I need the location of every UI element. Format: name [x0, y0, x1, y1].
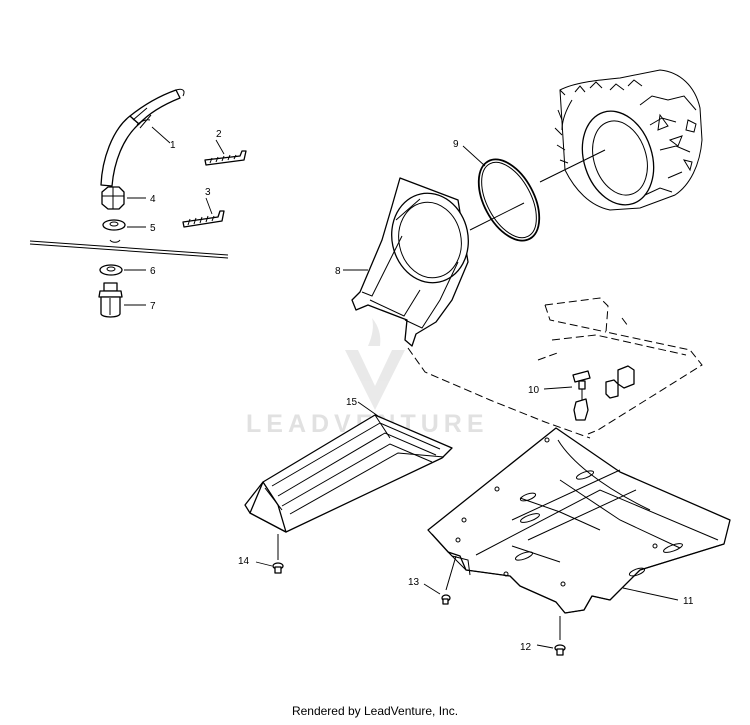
part-11-hull-plate	[427, 427, 731, 614]
callout-10: 10	[528, 385, 540, 396]
part-6-washer	[99, 264, 123, 276]
part-12-screw	[554, 616, 566, 656]
callout-7: 7	[150, 301, 156, 312]
part-1-hose	[100, 88, 185, 187]
panel-edge-line	[29, 240, 229, 259]
part-5-washer	[102, 219, 126, 243]
callout-1: 1	[170, 140, 176, 151]
part-13-screw	[441, 555, 457, 605]
part-9-o-ring	[477, 158, 541, 242]
callout-13: 13	[408, 577, 420, 588]
callout-3: 3	[205, 187, 211, 198]
footer-credit: Rendered by LeadVenture, Inc.	[291, 704, 459, 718]
callout-8: 8	[335, 266, 341, 277]
part-3-clamp	[182, 210, 225, 228]
callout-11: 11	[683, 596, 694, 607]
callout-12: 12	[520, 642, 532, 653]
part-7-fitting	[98, 282, 123, 318]
callout-15: 15	[346, 397, 358, 408]
part-10-sensor	[572, 370, 591, 421]
callout-5: 5	[150, 223, 156, 234]
callout-4: 4	[150, 194, 156, 205]
callout-6: 6	[150, 266, 156, 277]
engine-housing	[554, 69, 703, 211]
callout-14: 14	[238, 556, 250, 567]
part-4-nut	[101, 186, 125, 210]
part-15-pad	[244, 414, 453, 533]
hull-mount-outline	[407, 297, 703, 439]
callout-2: 2	[216, 129, 222, 140]
part-8-intake-duct	[351, 177, 469, 347]
watermark-logo-icon	[345, 318, 405, 410]
part-2-clamp	[204, 150, 247, 166]
part-14-screw	[272, 534, 284, 574]
callout-9: 9	[453, 139, 459, 150]
